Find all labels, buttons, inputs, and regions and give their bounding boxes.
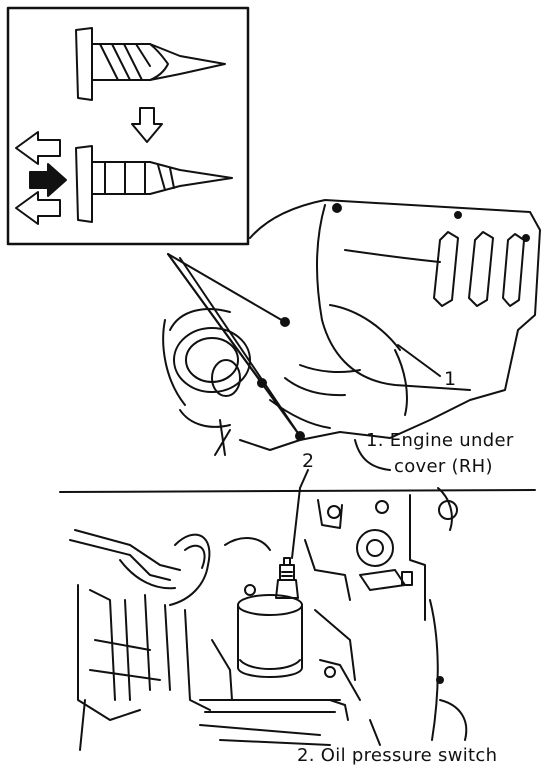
callout-1: 1 bbox=[444, 368, 457, 390]
legend-item-1-line2: cover (RH) bbox=[394, 456, 493, 477]
legend-item-2: 2. Oil pressure switch bbox=[297, 745, 498, 766]
arrow-left-icon bbox=[15, 191, 61, 225]
direction-arrows bbox=[15, 107, 163, 225]
engine-under-cover-drawing bbox=[162, 199, 541, 471]
arrow-left-icon bbox=[15, 131, 61, 165]
arrow-down-icon bbox=[131, 107, 163, 143]
oil-pressure-switch-drawing bbox=[59, 469, 536, 751]
legend-item-1-line1: 1. Engine under bbox=[366, 430, 514, 451]
callout-2: 2 bbox=[302, 450, 315, 472]
arrow-right-icon bbox=[29, 163, 67, 197]
clip-removal-inset bbox=[6, 6, 250, 246]
